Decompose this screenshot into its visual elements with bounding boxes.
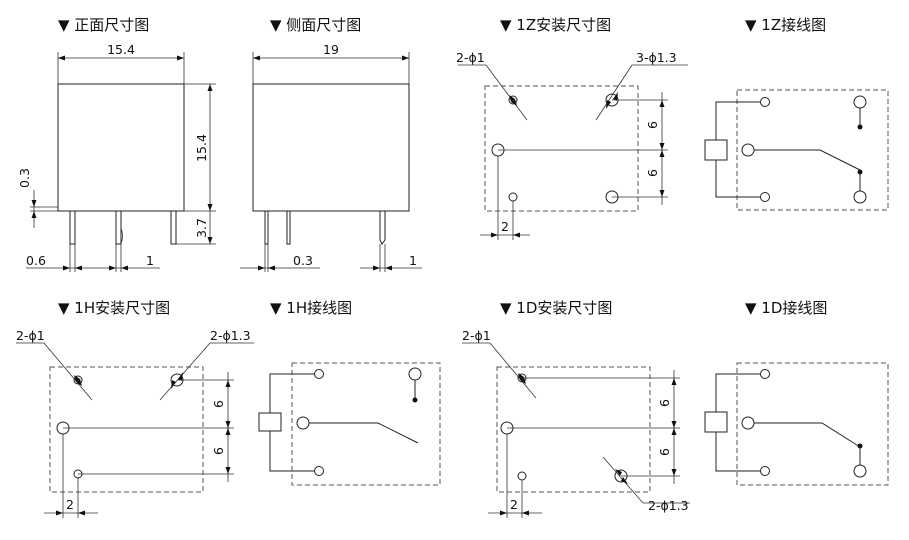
wiring-1h-coil-terminal	[314, 369, 324, 379]
front-pins	[69, 210, 177, 245]
side-view-drawing: 19 0.3 1	[240, 42, 422, 272]
title-1d-wiring: ▼ 1D接线图	[745, 299, 827, 317]
mount-1z-small-hole-label: 2-ϕ1	[456, 50, 485, 65]
wiring-1z-contact-point	[857, 124, 863, 130]
mount-1d-offset-label: 2	[510, 497, 518, 512]
wiring-1d-drawing	[704, 362, 889, 486]
mount-1z-offset-label: 2	[501, 219, 509, 234]
mount-1d-spacing-upper: 6	[657, 399, 672, 407]
front-offset-label: 0.3	[17, 168, 32, 188]
wiring-1h-outline	[291, 362, 441, 486]
side-pin-gap-label: 1	[409, 253, 417, 268]
mount-1h-drawing: 2-ϕ1 2-ϕ1.3 6 6 2	[16, 328, 254, 518]
mount-1h-offset-label: 2	[66, 497, 74, 512]
side-pin-width-label: 0.3	[293, 253, 313, 268]
mount-1d-drawing: 2-ϕ1 2-ϕ1.3 6 6 2	[462, 328, 690, 518]
wiring-1h-contact-point	[412, 397, 418, 403]
wiring-1z-contact-point	[857, 169, 863, 175]
title-front-view: ▼ 正面尺寸图	[58, 16, 149, 34]
side-relay-body	[252, 83, 410, 212]
wiring-1z-outline	[736, 89, 889, 211]
wiring-1h-common-terminal	[296, 416, 310, 430]
wiring-1z-common-terminal	[741, 143, 755, 157]
wiring-1d-no-terminal	[853, 464, 867, 478]
front-view-drawing: 15.4 15.4 3.7 0.3 0.6 1	[17, 42, 216, 272]
wiring-1d-common-terminal	[741, 416, 755, 430]
mount-1d-hole-small	[517, 471, 527, 481]
mount-1z-spacing-lower: 6	[645, 169, 660, 177]
mount-1d-outline	[496, 366, 651, 493]
mount-1z-outline	[484, 85, 639, 212]
mount-1d-small-hole-label: 2-ϕ1	[462, 328, 491, 343]
title-1z-wiring: ▼ 1Z接线图	[745, 16, 826, 34]
front-pin-width-label: 0.6	[26, 253, 46, 268]
wiring-1z-coil	[704, 139, 728, 161]
title-1h-mounting: ▼ 1H安装尺寸图	[58, 299, 170, 317]
title-1d-mounting: ▼ 1D安装尺寸图	[500, 299, 612, 317]
wiring-1z-coil-terminal	[760, 192, 770, 202]
front-pin-length-label: 3.7	[194, 218, 209, 238]
mount-1z-spacing-upper: 6	[645, 121, 660, 129]
wiring-1z-coil-terminal	[760, 97, 770, 107]
front-width-label: 15.4	[107, 42, 135, 57]
mount-1z-large-hole-label: 3-ϕ1.3	[636, 50, 677, 65]
wiring-1h-coil-terminal	[314, 466, 324, 476]
side-width-label: 19	[323, 42, 339, 57]
wiring-1h-coil	[258, 412, 282, 432]
wiring-1h-drawing	[258, 362, 441, 486]
mount-1h-small-hole-label: 2-ϕ1	[16, 328, 45, 343]
mount-1h-spacing-upper: 6	[211, 400, 226, 408]
wiring-1d-coil	[704, 411, 728, 433]
front-pin-gap-label: 1	[146, 253, 154, 268]
mount-1h-large-hole-label: 2-ϕ1.3	[210, 328, 251, 343]
wiring-1h-no-terminal	[408, 367, 422, 381]
wiring-1z-no-terminal	[853, 190, 867, 204]
wiring-1z-nc-terminal	[853, 95, 867, 109]
mount-1h-outline	[49, 366, 204, 493]
mount-1z-drawing: 2-ϕ1 3-ϕ1.3 6 6 2	[456, 50, 688, 240]
title-1z-mounting: ▼ 1Z安装尺寸图	[500, 16, 611, 34]
mount-1z-hole-small	[508, 192, 518, 202]
front-height-label: 15.4	[194, 134, 209, 162]
mount-1d-spacing-lower: 6	[657, 448, 672, 456]
mount-1h-spacing-lower: 6	[211, 447, 226, 455]
mount-1d-large-hole-label: 2-ϕ1.3	[648, 498, 689, 513]
wiring-1d-coil-terminal	[760, 466, 770, 476]
wiring-1d-coil-terminal	[760, 369, 770, 379]
title-1h-wiring: ▼ 1H接线图	[270, 299, 352, 317]
wiring-1z-drawing	[704, 89, 889, 211]
title-side-view: ▼ 侧面尺寸图	[270, 16, 361, 34]
front-relay-body	[57, 83, 185, 212]
wiring-1d-outline	[736, 362, 889, 486]
